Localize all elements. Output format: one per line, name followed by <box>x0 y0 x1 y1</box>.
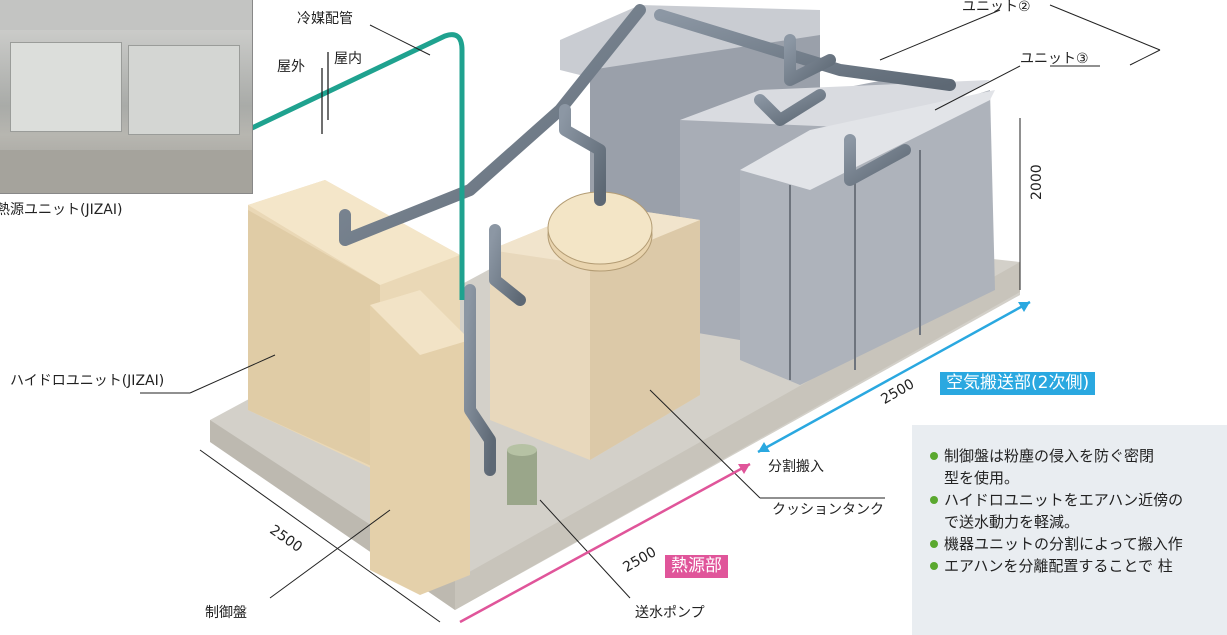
refrigerant-pipe <box>250 32 465 300</box>
control-panel-label: 制御盤 <box>205 605 247 621</box>
note-item: ハイドロユニットをエアハン近傍の <box>930 489 1227 511</box>
note-item-continued: で送水動力を軽減。 <box>944 513 1080 531</box>
outdoor-label: 屋外 <box>277 59 305 75</box>
height-dimension: 2000 <box>1029 164 1045 200</box>
heat-section-badge: 熱源部 <box>665 555 728 578</box>
air-section-badge: 空気搬送部(2次側) <box>940 372 1096 395</box>
leader-lines <box>140 4 1161 599</box>
note-item-continued: 型を使用。 <box>944 469 1020 487</box>
unit2-label: ユニット② <box>962 0 1031 15</box>
indoor-label: 屋内 <box>334 51 362 67</box>
water-pipes <box>339 4 956 476</box>
split-delivery-label: 分割搬入 <box>768 459 824 475</box>
cushion-tank-label: クッションタンク <box>772 502 884 518</box>
dimension-lines <box>199 118 1031 624</box>
pump <box>507 444 537 505</box>
notes-box: 制御盤は粉塵の侵入を防ぐ密閉 型を使用。 ハイドロユニットをエアハン近傍の で送… <box>912 425 1227 635</box>
unit3-label: ユニット③ <box>1020 51 1089 67</box>
note-item: 機器ユニットの分割によって搬入作 <box>930 533 1227 555</box>
note-item: 制御盤は粉塵の侵入を防ぐ密閉 <box>930 445 1227 467</box>
pump-label: 送水ポンプ <box>635 605 705 621</box>
cushion-tank <box>490 191 700 460</box>
control-panel <box>370 290 470 595</box>
note-item: エアハンを分離配置することで 柱 <box>930 555 1227 577</box>
heat-source-unit-photo <box>0 0 253 194</box>
heat-source-unit-label: 熱源ユニット(JIZAI) <box>0 202 123 218</box>
hydro-unit-label: ハイドロユニット(JIZAI) <box>10 373 165 389</box>
refrigerant-pipe-label: 冷媒配管 <box>297 11 353 27</box>
